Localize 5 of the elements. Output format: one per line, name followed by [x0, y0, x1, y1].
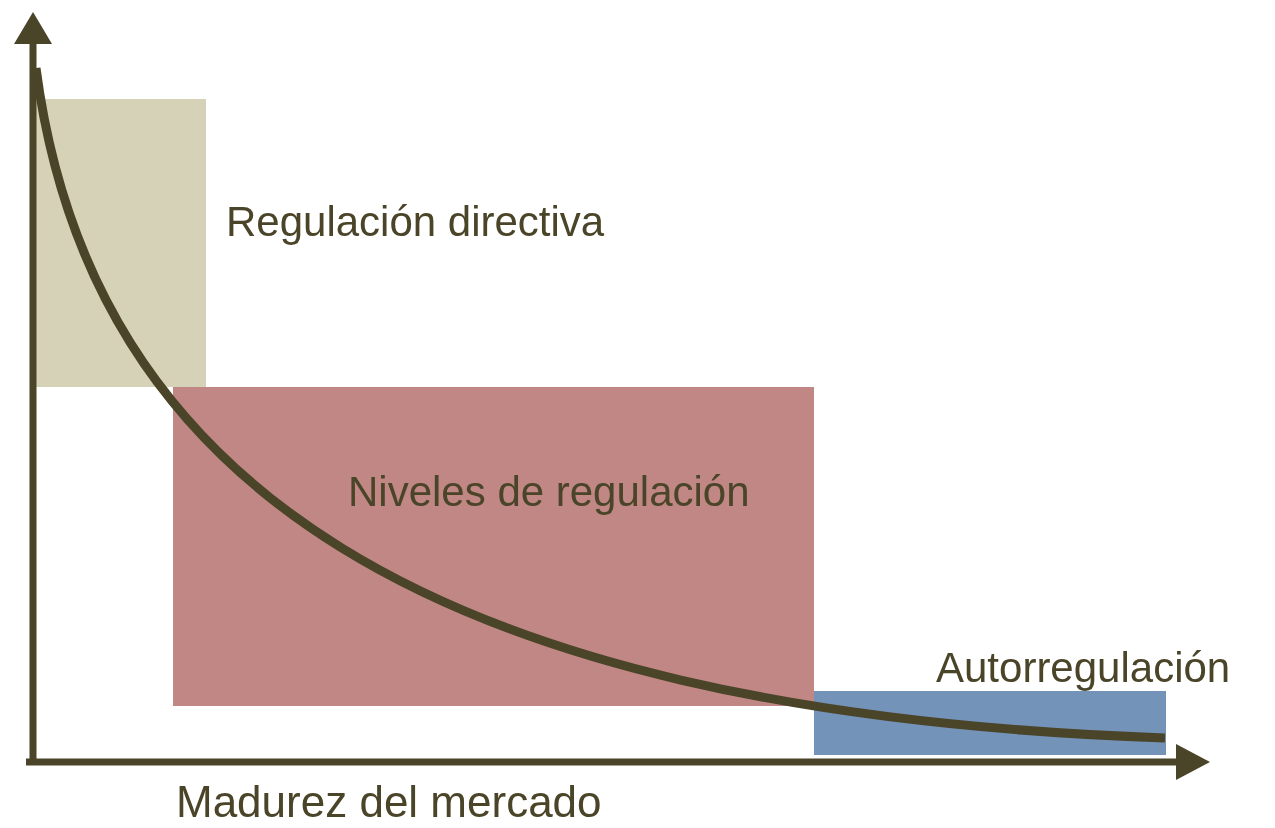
region-label: Autorregulación [936, 647, 1231, 689]
axis-label: Madurez del mercado [176, 780, 602, 824]
region-box [173, 387, 814, 706]
region-label: Niveles de regulación [348, 471, 750, 513]
region-label: Regulación directiva [226, 201, 605, 243]
